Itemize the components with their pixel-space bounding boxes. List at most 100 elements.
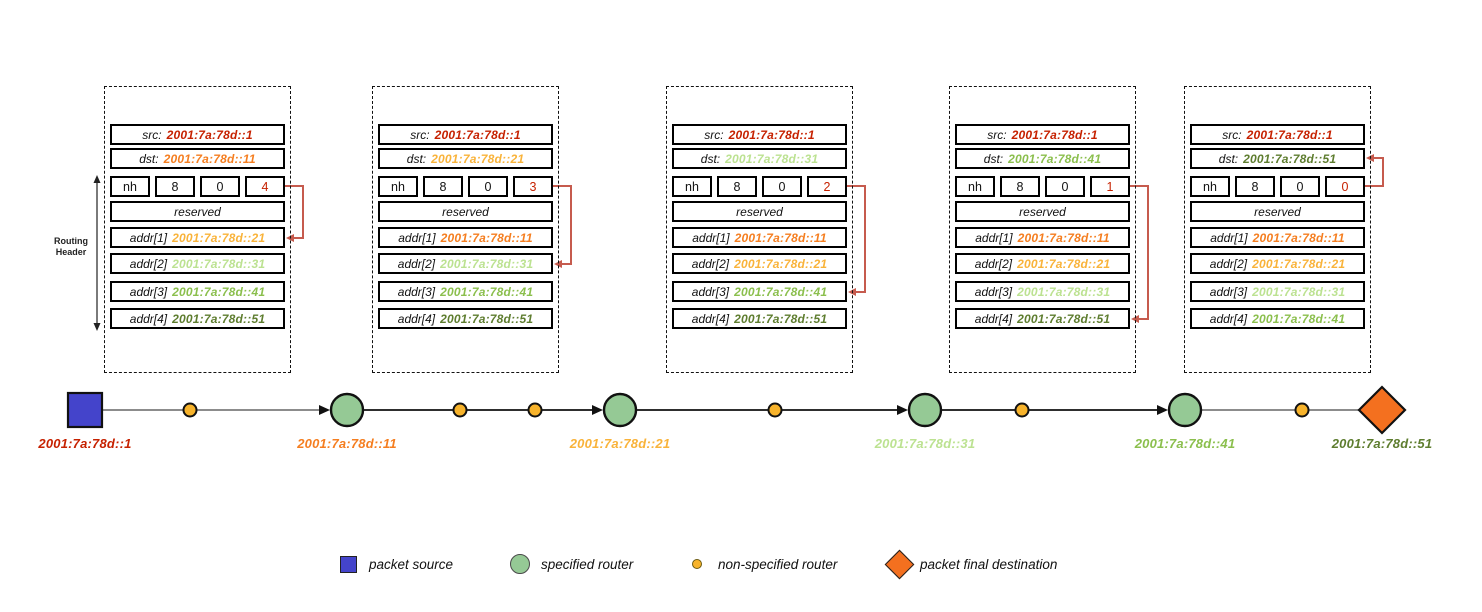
reserved-row: reserved — [955, 201, 1130, 222]
segments-left-pointer — [1130, 185, 1149, 320]
reserved-label: reserved — [736, 204, 783, 219]
addr-value: 2001:7a:78d::31 — [1017, 284, 1111, 299]
dst-label: dst: — [1218, 151, 1239, 166]
segments-left-cell: 0 — [1325, 176, 1365, 197]
addr-row: addr[4]2001:7a:78d::51 — [378, 308, 553, 329]
addr-value: 2001:7a:78d::51 — [1017, 311, 1111, 326]
addr-index-label: addr[4] — [1209, 311, 1248, 326]
specified-router-node — [907, 392, 943, 428]
routing-type-cell: 0 — [762, 176, 802, 197]
reserved-label: reserved — [174, 204, 221, 219]
src-address: 2001:7a:78d::1 — [1246, 127, 1333, 142]
src-label: src: — [142, 127, 162, 142]
addr-index-label: addr[1] — [692, 230, 730, 245]
addr-index-label: addr[2] — [974, 256, 1013, 271]
src-label: src: — [1222, 127, 1242, 142]
node-address-label: 2001:7a:78d::11 — [297, 436, 397, 451]
addr-row: addr[1] 2001:7a:78d::11 — [672, 227, 847, 248]
packet-snapshot-boundary — [104, 86, 291, 373]
addr-index-label: addr[3] — [397, 284, 436, 299]
src-row: src: 2001:7a:78d::1 — [1190, 124, 1365, 145]
reserved-label: reserved — [1254, 204, 1301, 219]
packet-source-icon — [339, 555, 357, 573]
dst-address: 2001:7a:78d::21 — [431, 151, 525, 166]
addr-row: addr[2]2001:7a:78d::31 — [378, 253, 553, 274]
legend-icon-wrap — [681, 559, 713, 569]
src-address: 2001:7a:78d::1 — [434, 127, 521, 142]
legend-icon-wrap — [332, 555, 364, 573]
addr-value: 2001:7a:78d::41 — [1252, 311, 1346, 326]
reserved-label: reserved — [1019, 204, 1066, 219]
addr-value: 2001:7a:78d::21 — [1017, 256, 1111, 271]
addr-value: 2001:7a:78d::11 — [1252, 230, 1345, 245]
addr-row: addr[4]2001:7a:78d::51 — [955, 308, 1130, 329]
routing-type-cell: 0 — [1045, 176, 1085, 197]
addr-row: addr[2] 2001:7a:78d::21 — [1190, 253, 1365, 274]
specified-router-node — [602, 392, 638, 428]
addr-value: 2001:7a:78d::21 — [1252, 256, 1346, 271]
routing-type-cell: 0 — [200, 176, 240, 197]
src-label: src: — [987, 127, 1007, 142]
addr-index-label: addr[3] — [691, 284, 730, 299]
dst-label: dst: — [406, 151, 427, 166]
header-length-cell: 8 — [155, 176, 195, 197]
non-specified-router-icon — [692, 559, 702, 569]
extent-arrow-up-icon — [93, 175, 101, 183]
addr-value: 2001:7a:78d::41 — [172, 284, 266, 299]
addr-row: addr[3]2001:7a:78d::41 — [672, 281, 847, 302]
packet-destination-icon — [884, 549, 914, 579]
path-arrowhead-icon — [319, 405, 330, 415]
routing-header-label-line1: Routing — [54, 236, 88, 246]
legend-item-label: non-specified router — [718, 556, 838, 572]
next-header-cell: nh — [378, 176, 418, 197]
non-specified-router-node — [1014, 402, 1030, 418]
node-address-label: 2001:7a:78d::1 — [38, 436, 132, 451]
addr-value: 2001:7a:78d::51 — [172, 311, 266, 326]
legend-icon-wrap — [883, 549, 915, 579]
packet-destination-node — [1357, 385, 1407, 435]
path-arrowhead-icon — [1157, 405, 1168, 415]
addr-index-label: addr[2] — [397, 256, 436, 271]
dst-label: dst: — [983, 151, 1004, 166]
next-header-cell: nh — [955, 176, 995, 197]
addr-value: 2001:7a:78d::21 — [172, 230, 266, 245]
addr-row: addr[3]2001:7a:78d::41 — [110, 281, 285, 302]
src-row: src:2001:7a:78d::1 — [672, 124, 847, 145]
non-specified-router-node — [767, 402, 783, 418]
extent-arrow-down-icon — [93, 323, 101, 331]
addr-index-label: addr[4] — [691, 311, 730, 326]
packet-snapshot-boundary — [372, 86, 559, 373]
addr-index-label: addr[2] — [1209, 256, 1248, 271]
legend-item: specified router — [504, 548, 633, 580]
addr-value: 2001:7a:78d::51 — [734, 311, 828, 326]
packet-snapshot-boundary — [1184, 86, 1371, 373]
header-length-cell: 8 — [1235, 176, 1275, 197]
node-address-label: 2001:7a:78d::21 — [569, 436, 671, 451]
legend-item: non-specified router — [681, 548, 837, 580]
addr-index-label: addr[4] — [397, 311, 436, 326]
packet-source-node — [66, 391, 104, 429]
src-row: src: 2001:7a:78d::1 — [110, 124, 285, 145]
segments-left-cell: 3 — [513, 176, 553, 197]
src-label: src: — [410, 127, 430, 142]
non-specified-router-node — [1294, 402, 1310, 418]
addr-row: addr[3]2001:7a:78d::31 — [1190, 281, 1365, 302]
non-specified-router-node — [182, 402, 198, 418]
src-label: src: — [704, 127, 724, 142]
src-address: 2001:7a:78d::1 — [166, 127, 253, 142]
segments-left-pointer — [553, 185, 572, 265]
header-length-cell: 8 — [423, 176, 463, 197]
addr-index-label: addr[1] — [1210, 230, 1248, 245]
dst-address: 2001:7a:78d::31 — [725, 151, 819, 166]
routing-type-cell: 0 — [468, 176, 508, 197]
addr-value: 2001:7a:78d::21 — [734, 256, 828, 271]
segments-left-cell: 4 — [245, 176, 285, 197]
addr-row: addr[2] 2001:7a:78d::21 — [955, 253, 1130, 274]
routing-header-label-line2: Header — [55, 247, 87, 257]
legend-item-label: packet source — [369, 556, 454, 572]
next-header-cell: nh — [672, 176, 712, 197]
addr-value: 2001:7a:78d::41 — [440, 284, 534, 299]
addr-row: addr[4]2001:7a:78d::51 — [110, 308, 285, 329]
addr-value: 2001:7a:78d::11 — [734, 230, 827, 245]
